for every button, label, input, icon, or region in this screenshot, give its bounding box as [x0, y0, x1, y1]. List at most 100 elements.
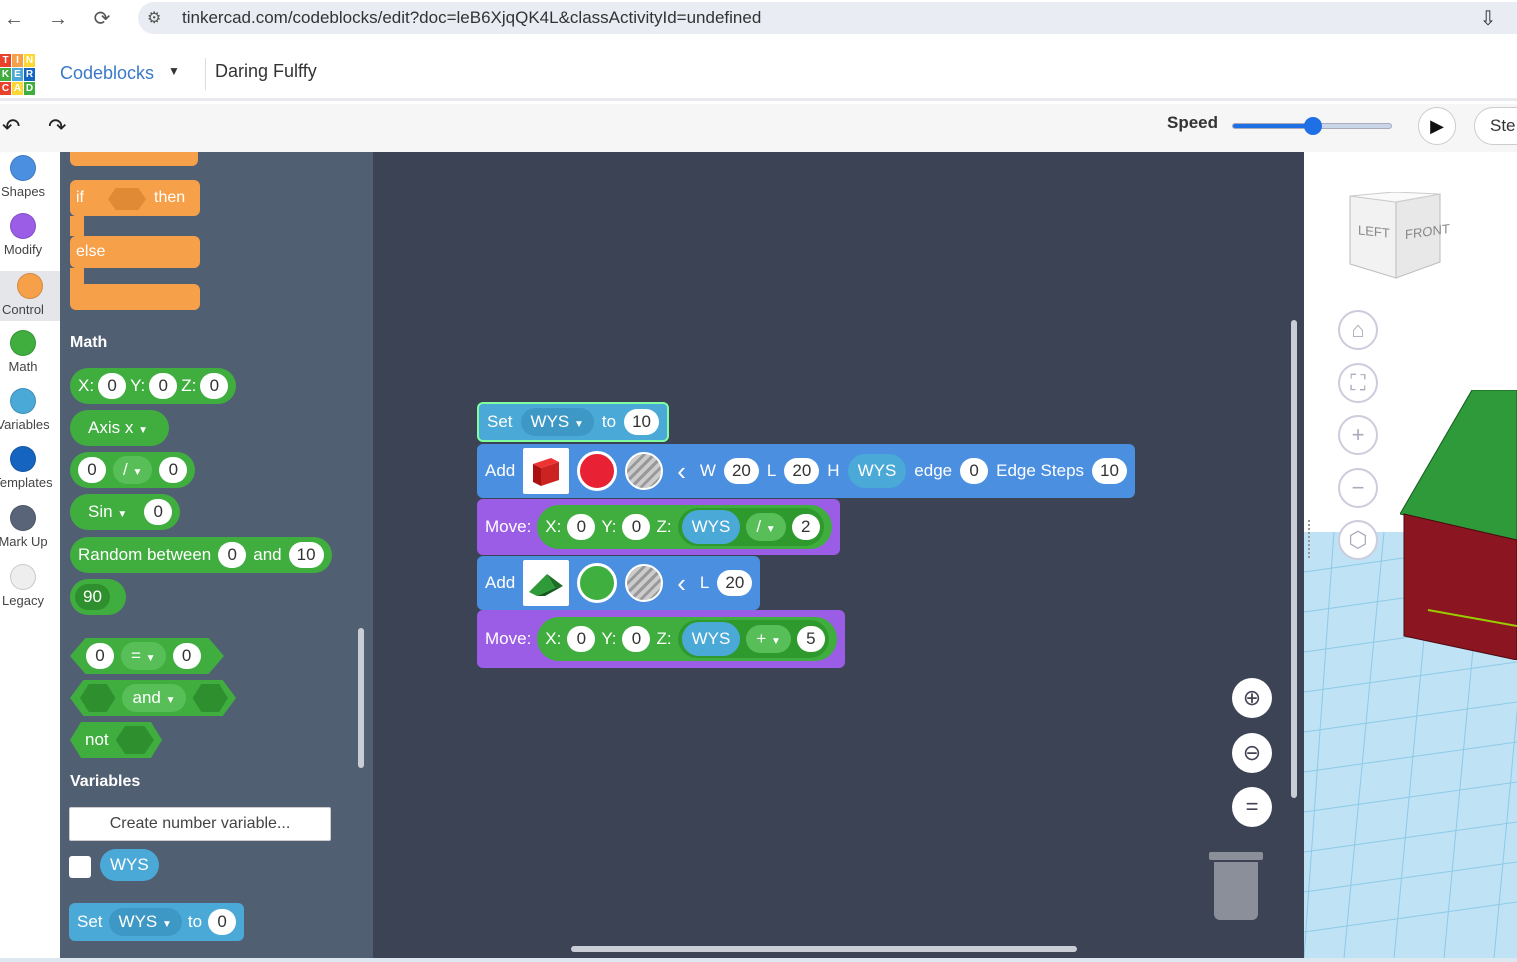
speed-slider[interactable] — [1232, 117, 1392, 135]
xyz-block[interactable]: X:0 Y:0 Z: WYS + ▼ 5 — [537, 617, 837, 661]
variable-dropdown[interactable]: WYS ▼ — [108, 908, 182, 936]
and-block[interactable]: and ▼ — [70, 680, 236, 716]
sin-block[interactable]: Sin ▼ 0 — [70, 494, 181, 530]
play-button[interactable]: ▶ — [1418, 107, 1456, 145]
not-slot[interactable] — [115, 726, 154, 754]
category-templates[interactable]: Templates — [0, 446, 53, 490]
variable-block[interactable]: WYS — [100, 849, 159, 881]
xyz-block[interactable]: X:0 Y:0 Z:0 — [70, 368, 237, 404]
not-block[interactable]: not — [70, 722, 162, 758]
equals-b[interactable]: 0 — [172, 643, 201, 669]
divide-a[interactable]: 0 — [78, 457, 106, 483]
y-value[interactable]: 0 — [149, 373, 178, 399]
app-menu-label[interactable]: Codeblocks — [60, 63, 155, 83]
trash-icon[interactable] — [1209, 852, 1263, 920]
vertical-scrollbar[interactable] — [1291, 320, 1297, 798]
set-value[interactable]: 0 — [208, 909, 237, 935]
category-shapes[interactable]: Shapes — [0, 155, 46, 199]
reload-icon[interactable]: ⟳ — [93, 8, 111, 30]
project-title[interactable]: Daring Fulffy — [215, 61, 317, 81]
control-block-stub[interactable] — [70, 152, 198, 166]
xyz-block[interactable]: X:0 Y:0 Z: WYS / ▼ 2 — [537, 505, 832, 549]
perspective-icon[interactable]: ⬡ — [1338, 520, 1378, 560]
length-value[interactable]: 20 — [784, 458, 820, 484]
z-variable[interactable]: WYS — [681, 622, 741, 656]
z-value[interactable]: 0 — [200, 373, 229, 399]
compare-dropdown[interactable]: = ▼ — [121, 642, 166, 670]
url-text[interactable]: tinkercad.com/codeblocks/edit?doc=leB6Xj… — [182, 8, 762, 27]
category-legacy[interactable]: Legacy — [0, 564, 46, 608]
divide-block[interactable]: 0 / ▼ 0 — [70, 452, 196, 488]
if-else-block[interactable]: if then — [70, 180, 200, 216]
operator-dropdown[interactable]: / ▼ — [746, 513, 786, 541]
edge-value[interactable]: 0 — [960, 458, 989, 484]
category-modify[interactable]: Modify — [0, 213, 46, 257]
axis-dropdown[interactable]: Axis x ▼ — [78, 414, 158, 442]
collapse-chevron-icon[interactable]: ‹ — [677, 455, 686, 486]
height-variable[interactable]: WYS — [847, 454, 907, 488]
move-block-2[interactable]: Move: X:0 Y:0 Z: WYS + ▼ 5 — [477, 610, 845, 668]
y-value[interactable]: 0 — [622, 514, 651, 540]
color-swatch-red[interactable] — [577, 451, 618, 491]
condition-slot[interactable] — [108, 188, 146, 210]
edge-steps-value[interactable]: 10 — [1092, 458, 1127, 484]
set-value[interactable]: 10 — [624, 409, 660, 435]
move-block-1[interactable]: Move: X:0 Y:0 Z: WYS / ▼ 2 — [477, 499, 840, 555]
back-arrow-icon[interactable]: ← — [4, 8, 24, 30]
axis-block[interactable]: Axis x ▼ — [70, 410, 169, 446]
home-view-icon[interactable]: ⌂ — [1338, 310, 1378, 350]
zoom-out-icon[interactable]: ⊖ — [1232, 733, 1272, 773]
category-math[interactable]: Math — [0, 330, 46, 374]
y-value[interactable]: 0 — [622, 626, 651, 652]
create-variable-button[interactable]: Create number variable... — [69, 807, 331, 841]
length-value[interactable]: 20 — [717, 570, 753, 596]
3d-viewer[interactable]: LEFT FRONT ⌂ ⛶ + − ⬡ — [1304, 152, 1517, 958]
hole-toggle-icon[interactable] — [625, 452, 664, 490]
address-bar[interactable] — [138, 2, 1517, 34]
x-value[interactable]: 0 — [98, 373, 127, 399]
addend-value[interactable]: 5 — [796, 626, 825, 652]
variable-dropdown[interactable]: WYS ▼ — [520, 408, 594, 436]
add-block[interactable]: WYS + ▼ 5 — [677, 620, 829, 658]
function-dropdown[interactable]: Sin ▼ — [78, 498, 137, 526]
divide-b[interactable]: 0 — [159, 457, 188, 483]
site-settings-icon[interactable]: ⚙ — [147, 10, 162, 27]
x-value[interactable]: 0 — [567, 514, 596, 540]
zoom-in-icon[interactable]: + — [1338, 415, 1378, 455]
view-cube-left[interactable]: LEFT — [1358, 222, 1390, 241]
collapse-chevron-icon[interactable]: ‹ — [677, 567, 686, 598]
install-app-icon[interactable]: ⇩ — [1479, 8, 1497, 30]
equals-block[interactable]: 0 = ▼ 0 — [70, 638, 224, 674]
operator-dropdown[interactable]: + ▼ — [746, 625, 791, 653]
step-button[interactable]: Ste — [1474, 107, 1517, 145]
hole-toggle-icon[interactable] — [625, 564, 664, 602]
category-control[interactable]: Control — [0, 271, 60, 321]
zoom-out-icon[interactable]: − — [1338, 468, 1378, 508]
category-variables[interactable]: Variables — [0, 388, 50, 432]
zoom-in-icon[interactable]: ⊕ — [1232, 678, 1272, 718]
logic-dropdown[interactable]: and ▼ — [122, 684, 186, 712]
x-value[interactable]: 0 — [567, 626, 596, 652]
variable-checkbox[interactable] — [69, 856, 91, 878]
undo-icon[interactable]: ↶ — [2, 114, 21, 139]
view-cube[interactable]: LEFT FRONT — [1348, 191, 1450, 284]
redo-icon[interactable]: ↷ — [48, 114, 67, 139]
speed-slider-thumb[interactable] — [1304, 117, 1322, 135]
horizontal-scrollbar[interactable] — [571, 946, 1077, 952]
reset-zoom-icon[interactable]: = — [1232, 787, 1272, 827]
operator-dropdown[interactable]: / ▼ — [113, 456, 153, 484]
palette-scrollbar[interactable] — [358, 628, 364, 768]
sin-value[interactable]: 0 — [144, 499, 173, 525]
color-swatch-green[interactable] — [577, 563, 618, 603]
roof-shape-icon[interactable] — [523, 560, 570, 606]
divide-block[interactable]: WYS / ▼ 2 — [677, 508, 824, 546]
fit-view-icon[interactable]: ⛶ — [1338, 363, 1378, 403]
random-max[interactable]: 10 — [288, 542, 324, 568]
constant-value[interactable]: 90 — [75, 584, 110, 610]
chevron-down-icon[interactable]: ▼ — [168, 64, 180, 78]
